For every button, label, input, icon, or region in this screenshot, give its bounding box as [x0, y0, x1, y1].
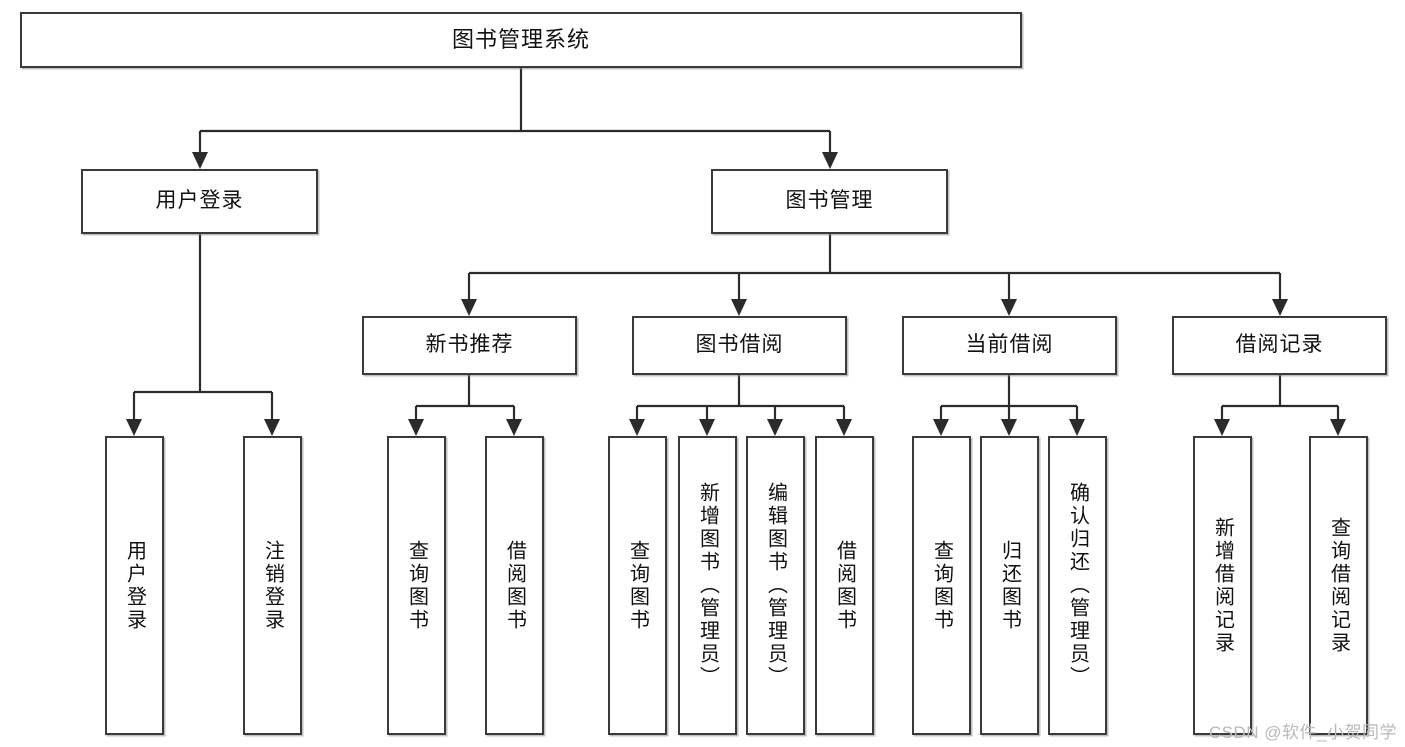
node-label: 查询图书: [626, 539, 649, 632]
node-label: 借阅图书: [503, 539, 526, 632]
leaf-borrow-record-add[interactable]: 新增借阅记录: [1193, 436, 1252, 735]
node-label: 查询借阅记录: [1327, 516, 1350, 655]
node-label: 新增借阅记录: [1211, 516, 1234, 655]
node-root-book-management-system[interactable]: 图书管理系统: [20, 12, 1022, 68]
leaf-current-borrow-return[interactable]: 归还图书: [980, 436, 1039, 735]
node-label: 图书借阅: [695, 333, 784, 357]
node-label: 注销登录: [261, 539, 284, 632]
watermark-text: CSDN @软件_小贺同学: [1208, 723, 1397, 742]
leaf-book-borrow-query[interactable]: 查询图书: [608, 436, 667, 735]
node-label: 图书管理: [785, 189, 874, 213]
leaf-borrow-record-query[interactable]: 查询借阅记录: [1309, 436, 1368, 735]
node-new-book-recommend[interactable]: 新书推荐: [362, 316, 577, 375]
node-label: 新增图书（管理员）: [696, 482, 719, 689]
node-label: 借阅记录: [1235, 333, 1324, 357]
node-label: 当前借阅: [965, 333, 1054, 357]
node-book-management[interactable]: 图书管理: [711, 169, 948, 234]
leaf-current-borrow-confirm-return[interactable]: 确认归还（管理员）: [1048, 436, 1107, 735]
node-label: 归还图书: [998, 539, 1021, 632]
leaf-user-login-logout[interactable]: 注销登录: [243, 436, 302, 735]
leaf-book-borrow-add[interactable]: 新增图书（管理员）: [678, 436, 737, 735]
leaf-current-borrow-query[interactable]: 查询图书: [912, 436, 971, 735]
node-label: 查询图书: [405, 539, 428, 632]
node-label: 查询图书: [930, 539, 953, 632]
leaf-new-book-query[interactable]: 查询图书: [387, 436, 446, 735]
leaf-new-book-borrow[interactable]: 借阅图书: [485, 436, 544, 735]
node-current-borrow[interactable]: 当前借阅: [902, 316, 1117, 375]
node-label: 编辑图书（管理员）: [764, 482, 787, 689]
node-user-login[interactable]: 用户登录: [81, 169, 318, 234]
node-label: 借阅图书: [833, 539, 856, 632]
node-label: 用户登录: [155, 189, 244, 213]
node-label: 图书管理系统: [451, 27, 590, 53]
node-label: 确认归还（管理员）: [1066, 482, 1089, 689]
leaf-book-borrow-edit[interactable]: 编辑图书（管理员）: [746, 436, 805, 735]
node-borrow-record[interactable]: 借阅记录: [1172, 316, 1387, 375]
node-label: 新书推荐: [425, 333, 514, 357]
leaf-user-login-login[interactable]: 用户登录: [105, 436, 164, 735]
node-book-borrow[interactable]: 图书借阅: [632, 316, 847, 375]
node-label: 用户登录: [123, 539, 146, 632]
leaf-book-borrow-borrow[interactable]: 借阅图书: [815, 436, 874, 735]
